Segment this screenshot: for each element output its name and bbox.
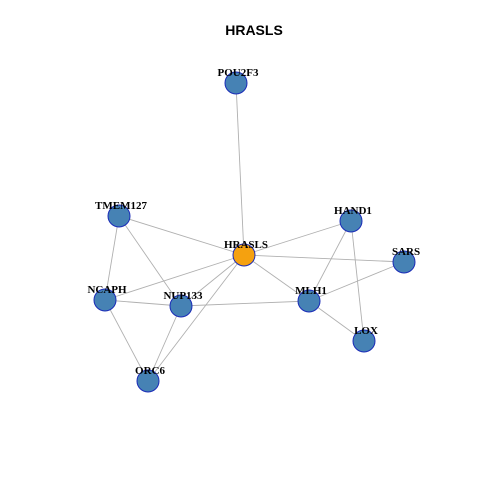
node-label-pou2f3: POU2F3	[218, 67, 259, 79]
node-nup133: NUP133	[163, 290, 203, 318]
node-label-orc6: ORC6	[135, 365, 165, 377]
edge-hrasls-mlh1	[243, 254, 310, 302]
edge-sars-mlh1	[308, 261, 405, 302]
edge-tmem127-nup133	[118, 215, 182, 307]
edge-hrasls-tmem127	[118, 215, 245, 256]
node-hrasls: HRASLS	[224, 239, 268, 267]
node-mlh1: MLH1	[295, 285, 327, 313]
node-label-ncaph: NCAPH	[87, 284, 127, 296]
node-label-hrasls: HRASLS	[224, 239, 268, 251]
node-label-hand1: HAND1	[334, 205, 372, 217]
node-label-sars: SARS	[392, 246, 420, 258]
node-circle-ncaph	[93, 288, 117, 312]
edge-nup133-orc6	[147, 305, 182, 382]
edge-hrasls-ncaph	[104, 254, 245, 301]
node-circle-lox	[352, 329, 376, 353]
edge-ncaph-orc6	[104, 299, 149, 382]
edge-hrasls-sars	[243, 254, 405, 263]
node-hand1: HAND1	[334, 205, 372, 233]
node-lox: LOX	[352, 325, 378, 353]
node-circle-tmem127	[107, 204, 131, 228]
node-circle-nup133	[169, 294, 193, 318]
edge-ncaph-nup133	[104, 299, 182, 307]
node-circle-hand1	[339, 209, 363, 233]
node-circle-mlh1	[297, 289, 321, 313]
diagram-title: HRASLS	[225, 22, 283, 38]
edge-layer	[104, 82, 405, 382]
node-label-lox: LOX	[354, 325, 378, 337]
node-ncaph: NCAPH	[87, 284, 127, 312]
edge-nup133-mlh1	[180, 300, 310, 307]
edge-hrasls-orc6	[147, 254, 245, 382]
edge-hrasls-nup133	[180, 254, 245, 307]
node-label-tmem127: TMEM127	[95, 200, 147, 212]
node-circle-pou2f3	[224, 71, 248, 95]
node-tmem127: TMEM127	[95, 200, 147, 228]
node-circle-sars	[392, 250, 416, 274]
edge-hand1-mlh1	[308, 220, 352, 302]
node-label-nup133: NUP133	[163, 290, 203, 302]
node-label-mlh1: MLH1	[295, 285, 327, 297]
edge-hrasls-hand1	[243, 220, 352, 256]
node-circle-hrasls	[232, 243, 256, 267]
edge-hrasls-pou2f3	[235, 82, 245, 256]
node-orc6: ORC6	[135, 365, 165, 393]
node-pou2f3: POU2F3	[218, 67, 259, 95]
edge-tmem127-ncaph	[104, 215, 120, 301]
node-sars: SARS	[392, 246, 420, 274]
node-circle-orc6	[136, 369, 160, 393]
